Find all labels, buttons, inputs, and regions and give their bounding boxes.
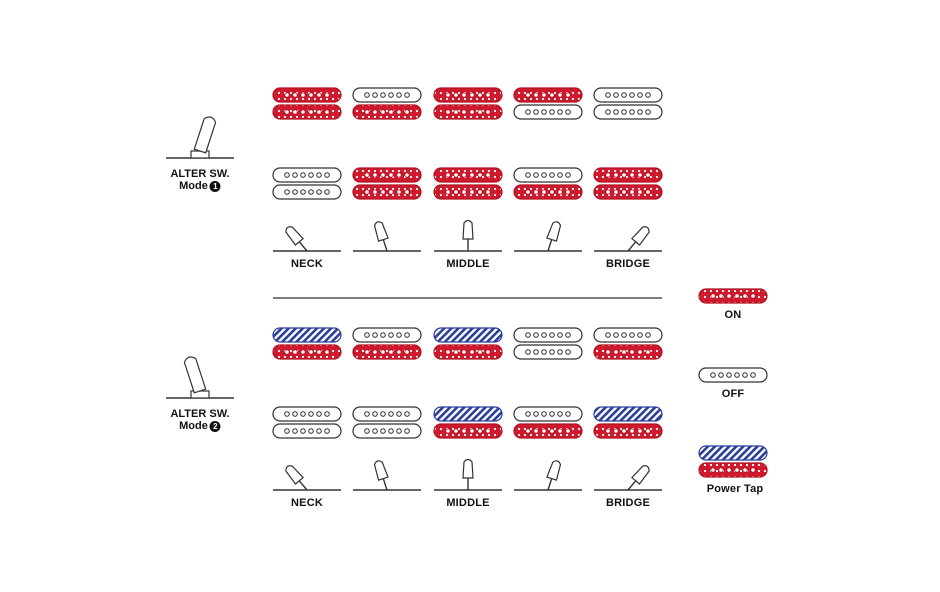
mode2-switch-pos-4 xyxy=(514,460,582,491)
mode1-row2-pickup-4-top-coil xyxy=(513,167,583,183)
mode1-row1-pickup-3-top-coil xyxy=(433,87,503,103)
mode1-middle-label: MIDDLE xyxy=(446,258,490,270)
mode2-label-line2: Mode xyxy=(179,420,208,432)
mode1-badge: 1 xyxy=(209,181,221,192)
mode1-row2-pickup-2-bottom-coil xyxy=(352,184,422,200)
mode2-row1-pickup-2-bottom-coil xyxy=(352,344,422,360)
mode1-row2-pickup-5-top-coil xyxy=(593,167,663,183)
mode2-row1-pickup-4-top-coil xyxy=(513,327,583,343)
mode1-switch-pos-2 xyxy=(353,221,421,252)
mode1-bridge-label: BRIDGE xyxy=(606,258,650,270)
legend-tap-swatch-top xyxy=(698,445,768,461)
legend-off-label: OFF xyxy=(721,388,745,400)
mode1-row2-pickup-5-bottom-coil xyxy=(593,184,663,200)
mode1-label-line2: Mode xyxy=(179,180,208,192)
mode1-neck-label: NECK xyxy=(291,258,323,270)
mode2-alter-switch-icon xyxy=(166,356,234,399)
mode2-row2-pickup-1-top-coil xyxy=(272,406,342,422)
mode2-row1-pickup-5-top-coil xyxy=(593,327,663,343)
mode1-row1-pickup-4-top-coil xyxy=(513,87,583,103)
mode2-row1-pickup-5-bottom-coil xyxy=(593,344,663,360)
mode2-middle-label: MIDDLE xyxy=(446,497,490,509)
legend-off-swatch xyxy=(698,367,768,383)
mode2-row2-pickup-2-bottom-coil xyxy=(352,423,422,439)
legend-tap-label: Power Tap xyxy=(706,483,764,495)
mode1-switch-pos-5 xyxy=(594,226,662,252)
mode1-row1-pickup-3-bottom-coil xyxy=(433,104,503,120)
mode2-row2-pickup-4-top-coil xyxy=(513,406,583,422)
mode2-row2-pickup-3-top-coil xyxy=(433,406,503,422)
mode1-row2-pickup-4-bottom-coil xyxy=(513,184,583,200)
mode2-row2-pickup-1-bottom-coil xyxy=(272,423,342,439)
mode2-row2-pickup-4-bottom-coil xyxy=(513,423,583,439)
legend-tap-swatch-bottom xyxy=(698,462,768,478)
mode1-row1-pickup-4-bottom-coil xyxy=(513,104,583,120)
mode1-row2-pickup-1-top-coil xyxy=(272,167,342,183)
mode2-row2-pickup-5-top-coil xyxy=(593,406,663,422)
mode1-row2-pickup-1-bottom-coil xyxy=(272,184,342,200)
mode2-switch-pos-3 xyxy=(434,458,502,491)
mode2-row1-pickup-4-bottom-coil xyxy=(513,344,583,360)
mode2-row1-pickup-1-bottom-coil xyxy=(272,344,342,360)
mode2-switch-pos-5 xyxy=(594,465,662,491)
mode1-row1-pickup-1-top-coil xyxy=(272,87,342,103)
mode1-row1-pickup-5-bottom-coil xyxy=(593,104,663,120)
mode2-badge: 2 xyxy=(209,421,221,432)
mode2-bridge-label: BRIDGE xyxy=(606,497,650,509)
mode1-label-line1: ALTER SW. xyxy=(170,168,230,180)
mode2-row1-pickup-3-bottom-coil xyxy=(433,344,503,360)
mode1-row2-pickup-2-top-coil xyxy=(352,167,422,183)
mode2-switch-pos-1 xyxy=(273,465,341,491)
mode2-switch-pos-2 xyxy=(353,460,421,491)
mode1-row1-pickup-1-bottom-coil xyxy=(272,104,342,120)
mode1-switch-pos-1 xyxy=(273,226,341,252)
mode2-label-line1: ALTER SW. xyxy=(170,408,230,420)
mode1-row2-pickup-3-bottom-coil xyxy=(433,184,503,200)
mode2-row2-pickup-5-bottom-coil xyxy=(593,423,663,439)
mode2-row2-pickup-3-bottom-coil xyxy=(433,423,503,439)
mode1-row1-pickup-5-top-coil xyxy=(593,87,663,103)
mode1-row2-pickup-3-top-coil xyxy=(433,167,503,183)
mode1-switch-pos-4 xyxy=(514,221,582,252)
mode2-row1-pickup-1-top-coil xyxy=(272,327,342,343)
mode1-switch-pos-3 xyxy=(434,219,502,252)
mode1-row1-pickup-2-bottom-coil xyxy=(352,104,422,120)
mode2-row2-pickup-2-top-coil xyxy=(352,406,422,422)
mode2-row1-pickup-2-top-coil xyxy=(352,327,422,343)
mode1-alter-switch-icon xyxy=(166,116,234,159)
mode2-neck-label: NECK xyxy=(291,497,323,509)
mode1-row1-pickup-2-top-coil xyxy=(352,87,422,103)
legend-on-swatch xyxy=(698,288,768,304)
mode2-row1-pickup-3-top-coil xyxy=(433,327,503,343)
legend-on-label: ON xyxy=(724,309,742,321)
